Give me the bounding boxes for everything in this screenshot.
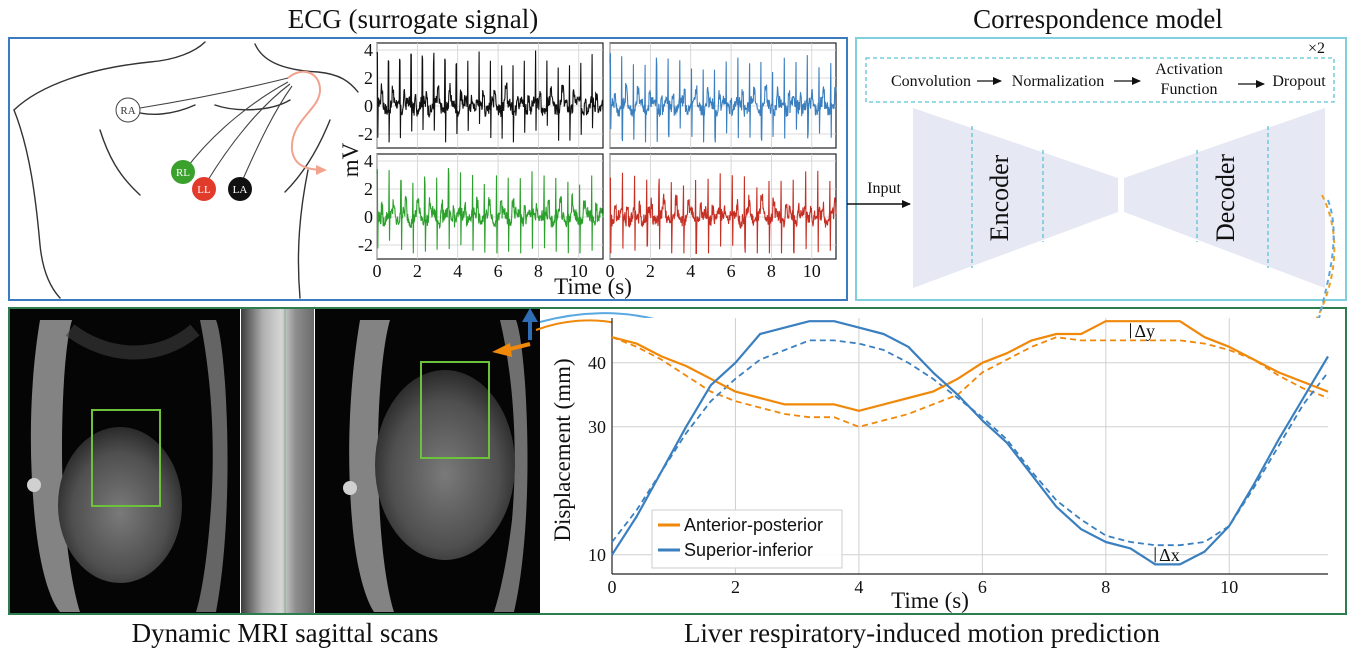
- motion-ytick-label: 10: [588, 545, 606, 565]
- mri-section-title: Dynamic MRI sagittal scans: [132, 618, 439, 648]
- pipeline-step-convolution: Convolution: [891, 73, 971, 90]
- motion-ytick-label: 30: [588, 417, 606, 437]
- layer-dividers: [971, 126, 1269, 268]
- model-section-title: Correspondence model: [973, 4, 1223, 34]
- model-panel-frame: [855, 37, 1347, 301]
- torso-illustration: [13, 41, 359, 299]
- delta-y-label: Δy: [1134, 321, 1155, 341]
- input-label: Input: [867, 180, 901, 197]
- ecg-panel-frame: [8, 37, 848, 301]
- electrode-ra: RA: [115, 97, 141, 123]
- repeat-label: ×2: [1308, 40, 1325, 57]
- ecg-xtick-label: 4: [686, 261, 695, 281]
- ecg-subplot-1: 4 2 0 -2: [358, 40, 604, 149]
- electrode-la-label: LA: [233, 184, 248, 196]
- motion-xtick-label: 2: [731, 577, 740, 597]
- decoder-label: Decoder: [1211, 154, 1240, 242]
- ecg-trace: [609, 53, 837, 143]
- ecg-subplot-frame: [609, 42, 837, 149]
- ecg-xtick-label: 10: [803, 261, 821, 281]
- ecg-ytick-label: 2: [364, 179, 373, 199]
- motion-series-measured: [611, 320, 1329, 412]
- ecg-xtick-label: 6: [494, 261, 503, 281]
- ecg-xtick-label: 4: [453, 261, 462, 281]
- pipeline-step-activation-wrap: Activation Function: [1155, 61, 1223, 98]
- motion-legend: Anterior-posterior Superior-inferior: [651, 509, 843, 569]
- pipeline-step-normalization: Normalization: [1012, 73, 1104, 90]
- motion-direction-icon: [492, 308, 538, 357]
- legend-label-si: Superior-inferior: [684, 540, 813, 560]
- mri-scan-2: [315, 309, 540, 613]
- motion-xtick-label: 8: [1101, 577, 1110, 597]
- ecg-trace: [376, 167, 604, 254]
- ecg-ytick-label: 0: [364, 96, 373, 116]
- ecg-section-title: ECG (surrogate signal): [288, 4, 538, 34]
- motion-xlabel: Time (s): [891, 588, 969, 613]
- ecg-xtick-label: 8: [767, 261, 776, 281]
- ecg-subplot-4: 0 2 4 6 8 10: [606, 153, 837, 281]
- ecg-ylabel: mV: [338, 142, 363, 177]
- signal-flow-arrow: [287, 70, 327, 175]
- motion-section-title: Liver respiratory-induced motion predict…: [684, 618, 1161, 648]
- motion-series-measured: [611, 320, 1329, 566]
- encoder-label: Encoder: [985, 154, 1014, 241]
- ecg-ytick-label: 0: [364, 207, 373, 227]
- ecg-ytick-label: 2: [364, 68, 373, 88]
- ecg-trace: [609, 170, 837, 254]
- lead-wires: [139, 77, 293, 187]
- ecg-xtick-label: 6: [727, 261, 736, 281]
- electrode-rl: RL: [171, 160, 195, 184]
- ecg-xtick-label: 8: [534, 261, 543, 281]
- ecg-xtick-label: 10: [570, 261, 588, 281]
- ecg-subplot-frame: [609, 153, 837, 260]
- ecg-xtick-label: 0: [606, 261, 615, 281]
- encoder-block: [913, 108, 1118, 288]
- pipeline-step-activation: Activation Function: [1155, 61, 1223, 98]
- electrode-la: LA: [228, 177, 252, 201]
- mri-scan-1: [10, 309, 240, 613]
- ecg-xlabel: Time (s): [554, 274, 632, 299]
- ecg-xtick-label: 0: [373, 261, 382, 281]
- mri-line-profile: [241, 309, 314, 613]
- electrode-rl-label: RL: [176, 167, 190, 179]
- ecg-subplot-2: [609, 42, 837, 149]
- decoder-block: [1124, 108, 1325, 288]
- ecg-ytick-label: -2: [358, 124, 373, 144]
- motion-xtick-label: 4: [854, 577, 863, 597]
- ecg-xtick-label: 2: [413, 261, 422, 281]
- ecg-ytick-label: 4: [364, 40, 373, 60]
- motion-ytick-label: 40: [588, 353, 606, 373]
- motion-series-predicted: [611, 339, 1329, 547]
- motion-series-predicted: [611, 336, 1329, 428]
- electrode-ra-label: RA: [120, 105, 135, 117]
- delta-x-label: Δx: [1159, 545, 1180, 565]
- pipeline-step-dropout: Dropout: [1272, 73, 1326, 90]
- ecg-ytick-label: -2: [358, 235, 373, 255]
- ecg-trace: [376, 50, 604, 143]
- block-pipeline-box: [865, 57, 1335, 103]
- motion-xtick-label: 6: [978, 577, 987, 597]
- legend-label-ap: Anterior-posterior: [684, 515, 823, 535]
- bottom-panel-frame: [8, 307, 1347, 615]
- electrode-ll: LL: [192, 177, 216, 201]
- ecg-xtick-label: 2: [646, 261, 655, 281]
- motion-ylabel: Displacement (mm): [550, 358, 575, 541]
- ecg-ytick-label: 4: [364, 151, 373, 171]
- motion-xtick-label: 0: [608, 577, 617, 597]
- electrode-ll-label: LL: [197, 184, 211, 196]
- motion-xtick-label: 10: [1220, 577, 1238, 597]
